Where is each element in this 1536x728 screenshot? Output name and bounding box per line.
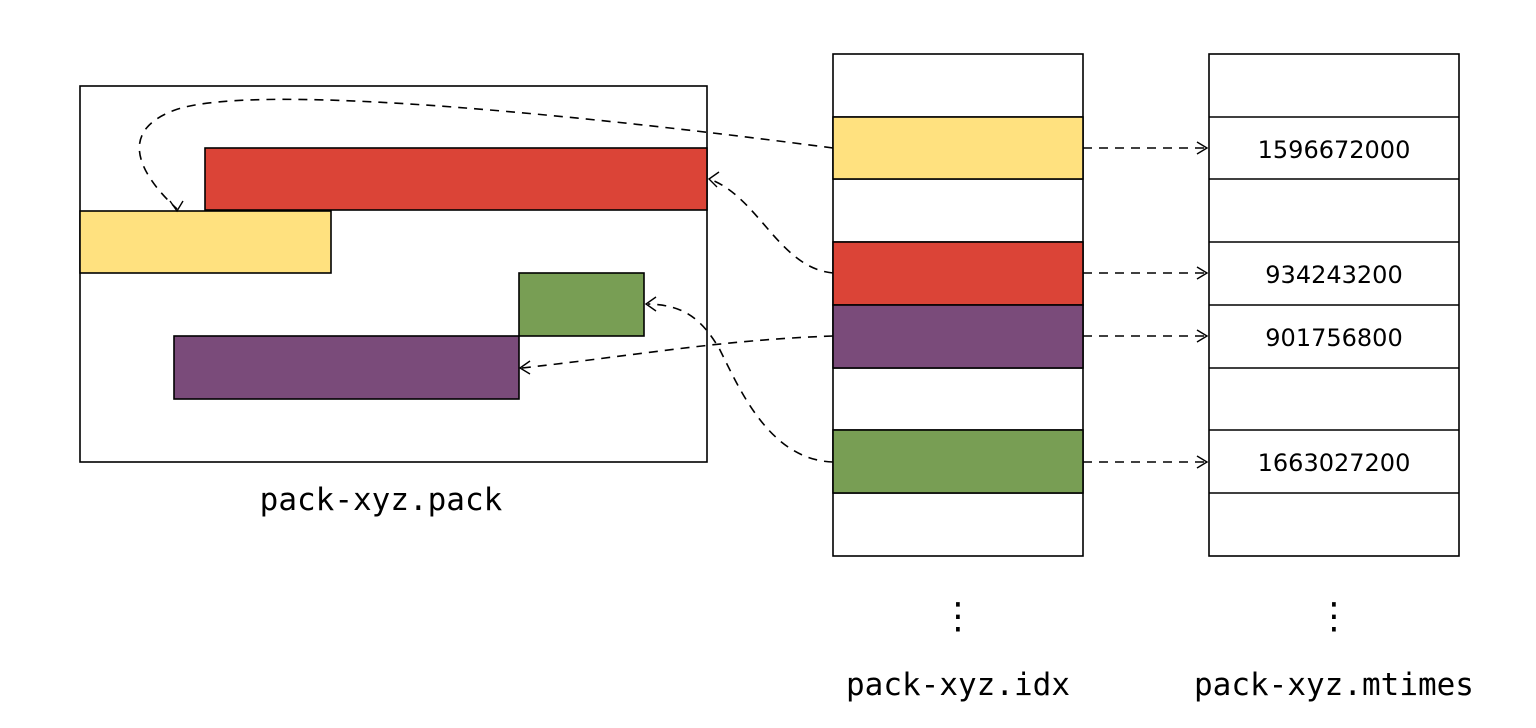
mtimes-continuation-ellipsis: ⋮ <box>1316 596 1352 637</box>
offset-arrow-yellow <box>138 98 834 210</box>
idx-file-label: pack-xyz.idx <box>846 667 1070 703</box>
arrowhead-icon <box>518 360 531 375</box>
pack-object-red <box>204 147 708 211</box>
pack-object-yellow <box>79 210 332 274</box>
pack-file: pack-xyz.pack <box>79 85 708 518</box>
idx-entry-yellow <box>832 116 1084 180</box>
arrowhead-icon <box>1196 455 1209 469</box>
offset-arrow-red <box>711 179 834 274</box>
idx-entry-purple <box>832 304 1084 369</box>
arrowhead-icon <box>644 296 657 312</box>
pack-object-green <box>518 272 645 337</box>
mtime-value: 901756800 <box>1265 324 1402 352</box>
idx-entry-red <box>832 241 1084 306</box>
mtime-value: 1596672000 <box>1258 136 1411 164</box>
idx-entry-green <box>832 429 1084 494</box>
pack-object-purple <box>173 335 520 400</box>
arrowhead-icon <box>1196 329 1209 343</box>
idx-to-pack-arrows <box>138 98 834 463</box>
mtimes-file: 1596672000 934243200 901756800 166302720… <box>1194 53 1474 703</box>
mtime-value: 934243200 <box>1265 261 1402 289</box>
arrowhead-icon <box>1196 266 1209 280</box>
mtime-value: 1663027200 <box>1258 449 1411 477</box>
arrowhead-icon <box>707 171 720 188</box>
arrowhead-icon <box>1196 141 1209 155</box>
offset-arrow-green <box>647 303 834 463</box>
idx-file: ⋮ pack-xyz.idx <box>832 53 1084 703</box>
mtimes-file-label: pack-xyz.mtimes <box>1194 667 1474 703</box>
pack-file-label: pack-xyz.pack <box>260 482 503 518</box>
idx-continuation-ellipsis: ⋮ <box>940 596 976 637</box>
arrowhead-icon <box>169 200 184 213</box>
idx-to-mtimes-arrows <box>1083 141 1209 469</box>
